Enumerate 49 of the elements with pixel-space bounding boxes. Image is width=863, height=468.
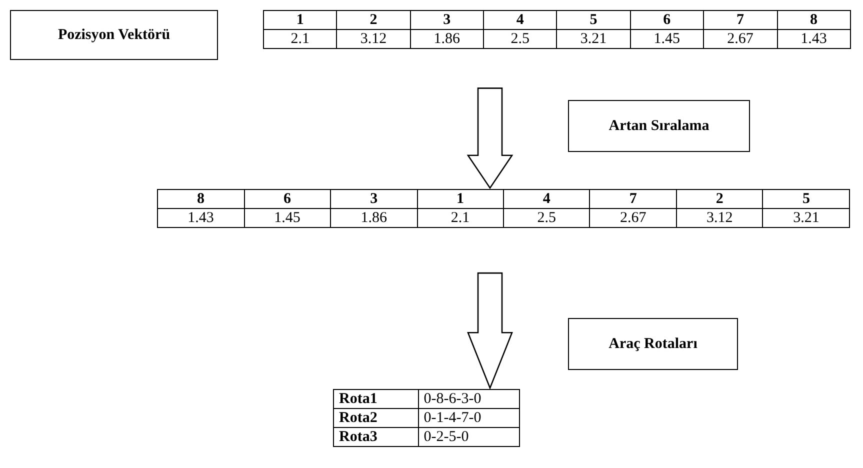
table-cell: Rota2 bbox=[334, 408, 418, 428]
box-label: Artan Sıralama bbox=[608, 118, 710, 134]
table-cell: 8 bbox=[777, 10, 850, 30]
table-cell: 1.43 bbox=[158, 208, 244, 228]
table-cell: 6 bbox=[630, 10, 704, 30]
table-cell: 2 bbox=[336, 10, 410, 30]
table-cell: 0-8-6-3-0 bbox=[418, 390, 520, 408]
table-cell: Rota3 bbox=[334, 428, 418, 446]
table-cell: 2.1 bbox=[264, 30, 337, 48]
table-cell: 5 bbox=[762, 190, 850, 208]
table-cell: 2.67 bbox=[704, 30, 777, 48]
table-cell: Rota1 bbox=[334, 390, 418, 408]
table-cell: 4 bbox=[484, 10, 557, 30]
box-label: Pozisyon Vektörü bbox=[58, 26, 170, 44]
data-table bbox=[263, 10, 851, 49]
table-cell: 1.45 bbox=[630, 30, 704, 48]
table-cell: 7 bbox=[590, 190, 676, 208]
label-box bbox=[568, 100, 750, 152]
table-cell: 2.1 bbox=[417, 208, 504, 228]
label-box bbox=[10, 10, 218, 60]
table-cell: 0-1-4-7-0 bbox=[418, 408, 520, 428]
table-cell: 3 bbox=[410, 10, 484, 30]
table-cell: 2 bbox=[676, 190, 763, 208]
table-cell: 1 bbox=[417, 190, 504, 208]
table-cell: 1.43 bbox=[777, 30, 850, 48]
box-label: Araç Rotaları bbox=[608, 336, 698, 352]
block-arrow bbox=[467, 272, 513, 390]
table-cell: 1.86 bbox=[330, 208, 418, 228]
table-cell: 7 bbox=[704, 10, 777, 30]
table-cell: 1.86 bbox=[410, 30, 484, 48]
label-box bbox=[568, 318, 738, 370]
table-cell: 3.21 bbox=[762, 208, 850, 228]
table-cell: 3.12 bbox=[336, 30, 410, 48]
data-table bbox=[333, 389, 520, 447]
table-cell: 4 bbox=[503, 190, 590, 208]
table-cell: 2.5 bbox=[484, 30, 557, 48]
table-cell: 3 bbox=[330, 190, 418, 208]
table-cell: 2.67 bbox=[590, 208, 676, 228]
table-cell: 3.12 bbox=[676, 208, 763, 228]
block-arrow bbox=[466, 88, 514, 190]
table-cell: 3.21 bbox=[556, 30, 630, 48]
table-cell: 5 bbox=[556, 10, 630, 30]
table-cell: 6 bbox=[244, 190, 331, 208]
table-cell: 8 bbox=[158, 190, 244, 208]
table-cell: 0-2-5-0 bbox=[418, 428, 520, 446]
table-cell: 1 bbox=[264, 10, 337, 30]
data-table bbox=[157, 189, 850, 228]
table-cell: 2.5 bbox=[503, 208, 590, 228]
table-cell: 1.45 bbox=[244, 208, 331, 228]
